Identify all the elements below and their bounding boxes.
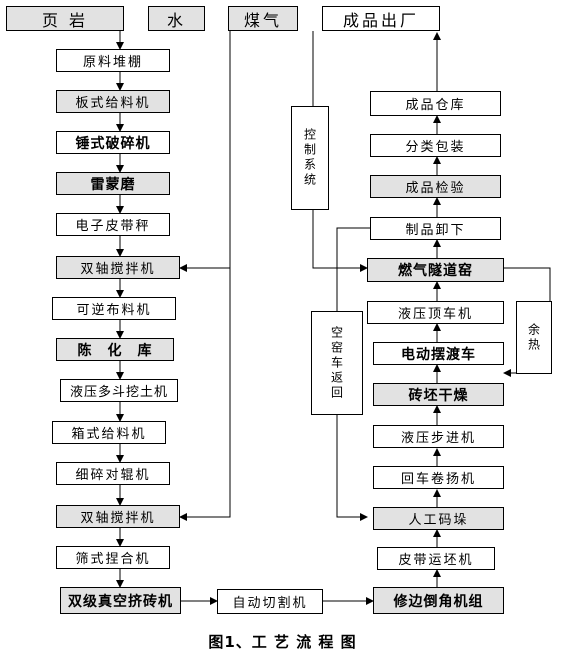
step-box-feeder: 箱式给料机 bbox=[52, 421, 166, 444]
input-shale: 页 岩 bbox=[6, 6, 124, 31]
empty-car-return-label: 空窑车返回 bbox=[329, 325, 344, 401]
step-twin-shaft-mixer-1: 双轴搅拌机 bbox=[56, 256, 180, 279]
input-water: 水 bbox=[148, 6, 205, 31]
step-twin-shaft-mixer-2: 双轴搅拌机 bbox=[56, 505, 180, 528]
control-system-label: 控制系统 bbox=[302, 128, 317, 188]
step-hammer-crusher: 锤式破碎机 bbox=[56, 131, 170, 154]
step-raw-material-shed: 原料堆棚 bbox=[56, 49, 170, 72]
step-warehouse: 成品仓库 bbox=[370, 91, 501, 116]
step-hydraulic-stepper: 液压步进机 bbox=[373, 425, 504, 448]
step-ferry-car: 电动摆渡车 bbox=[373, 342, 504, 365]
step-belt-scale: 电子皮带秤 bbox=[56, 213, 170, 236]
step-winch: 回车卷扬机 bbox=[373, 466, 504, 489]
step-belt-conveyor: 皮带运坯机 bbox=[377, 547, 495, 570]
step-inspection: 成品检验 bbox=[370, 175, 501, 198]
step-raymond-mill: 雷蒙磨 bbox=[56, 172, 170, 195]
step-aging-warehouse: 陈 化 库 bbox=[56, 338, 174, 361]
waste-heat-box: 余热 bbox=[516, 301, 552, 374]
step-plate-feeder: 板式给料机 bbox=[56, 90, 170, 113]
step-hydraulic-pusher: 液压顶车机 bbox=[367, 301, 504, 324]
step-fine-roller: 细碎对辊机 bbox=[56, 462, 170, 485]
step-unloading: 制品卸下 bbox=[370, 217, 501, 240]
step-vacuum-extruder: 双级真空挤砖机 bbox=[60, 587, 181, 614]
step-auto-cutter: 自动切割机 bbox=[217, 589, 323, 614]
figure-caption: 图1、工 艺 流 程 图 bbox=[208, 633, 357, 651]
waste-heat-label: 余热 bbox=[526, 322, 541, 353]
control-system-box: 控制系统 bbox=[291, 106, 329, 210]
step-brick-drying: 砖坯干燥 bbox=[373, 383, 504, 406]
step-reversible-distributor: 可逆布料机 bbox=[52, 297, 176, 320]
empty-car-return-box: 空窑车返回 bbox=[311, 311, 363, 415]
step-bucket-excavator: 液压多斗挖土机 bbox=[60, 379, 178, 402]
step-packaging: 分类包装 bbox=[370, 134, 501, 157]
step-tunnel-kiln: 燃气隧道窑 bbox=[367, 258, 504, 282]
step-edge-trimmer: 修边倒角机组 bbox=[373, 587, 504, 614]
output-product: 成品出厂 bbox=[322, 6, 440, 31]
step-manual-stacking: 人工码垛 bbox=[373, 507, 504, 530]
step-screen-kneader: 筛式捏合机 bbox=[56, 546, 170, 569]
input-gas: 煤气 bbox=[228, 6, 298, 31]
